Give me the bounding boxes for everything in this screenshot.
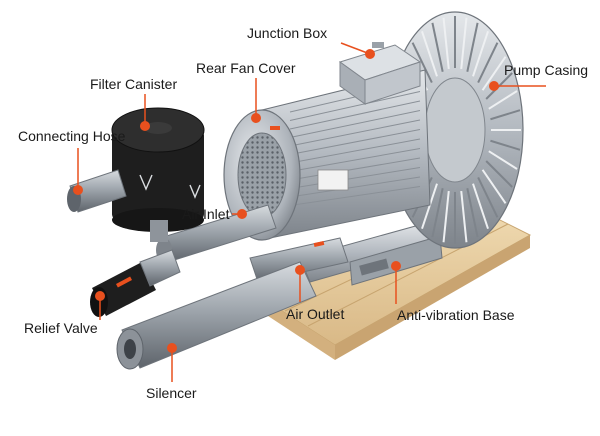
- motor-fin: [289, 100, 421, 130]
- motor-fin: [289, 157, 421, 181]
- casing-rib: [477, 177, 499, 218]
- casing-rib: [477, 42, 499, 83]
- casing-rib: [431, 188, 444, 238]
- casing-rib: [481, 56, 507, 91]
- motor-fin: [289, 167, 421, 189]
- label-air-outlet: Air Outlet: [286, 306, 345, 322]
- motor-fin: [289, 186, 421, 206]
- rear-fan-cover-shape: [223, 109, 301, 241]
- air-outlet-pipe: [249, 237, 349, 283]
- casing-rib: [460, 190, 468, 243]
- casing-rib: [460, 17, 468, 70]
- callout-connecting-hose: [73, 148, 83, 195]
- casing-rib: [442, 17, 450, 70]
- casing-rib: [421, 30, 438, 77]
- callout-silencer: [167, 343, 177, 382]
- callout-relief-valve: [95, 291, 105, 320]
- motor-fin: [289, 176, 421, 198]
- motor-fin: [289, 129, 421, 155]
- casing-rib: [431, 22, 444, 72]
- casing-rib: [442, 190, 450, 243]
- label-relief-valve: Relief Valve: [24, 320, 98, 336]
- motor-fin: [289, 110, 421, 138]
- filter-canister-shape: [111, 107, 205, 242]
- label-filter-canister: Filter Canister: [90, 76, 178, 92]
- casing-rib: [466, 188, 479, 238]
- casing-rib: [485, 160, 513, 188]
- callout-pump-casing: [489, 81, 546, 91]
- motor-fin: [289, 119, 421, 147]
- label-anti-vibration-base: Anti-vibration Base: [397, 307, 515, 323]
- casing-rib: [411, 42, 433, 83]
- label-junction-box: Junction Box: [247, 25, 328, 41]
- casing-rib: [490, 109, 521, 121]
- label-rear-fan-cover: Rear Fan Cover: [196, 60, 296, 76]
- silencer-shape: [116, 261, 317, 370]
- callout-anti-vibration-base: [391, 261, 401, 304]
- casing-rib: [490, 139, 521, 151]
- relief-valve-shape: [90, 249, 181, 317]
- label-connecting-hose: Connecting Hose: [18, 128, 126, 144]
- callout-filter-canister: [140, 94, 150, 131]
- label-pump-casing: Pump Casing: [504, 62, 589, 78]
- label-silencer: Silencer: [146, 385, 197, 401]
- casing-rib: [472, 30, 489, 77]
- motor-fin: [289, 91, 421, 121]
- casing-rib: [481, 169, 507, 204]
- casing-rib: [488, 150, 518, 170]
- callout-markers: [73, 42, 546, 382]
- motor-fin: [289, 138, 421, 164]
- casing-rib: [421, 183, 438, 230]
- casing-rib: [488, 90, 518, 110]
- casing-rib: [472, 183, 489, 230]
- motor-fin: [289, 148, 421, 172]
- callout-junction-box: [340, 42, 375, 59]
- casing-rib: [466, 22, 479, 72]
- base-frame: [299, 221, 443, 286]
- callout-air-inlet: [232, 209, 247, 219]
- callout-air-outlet: [295, 265, 305, 302]
- callout-rear-fan-cover: [251, 78, 261, 123]
- label-air-inlet: Air Inlet: [182, 206, 230, 222]
- junction-box-shape: [338, 42, 422, 105]
